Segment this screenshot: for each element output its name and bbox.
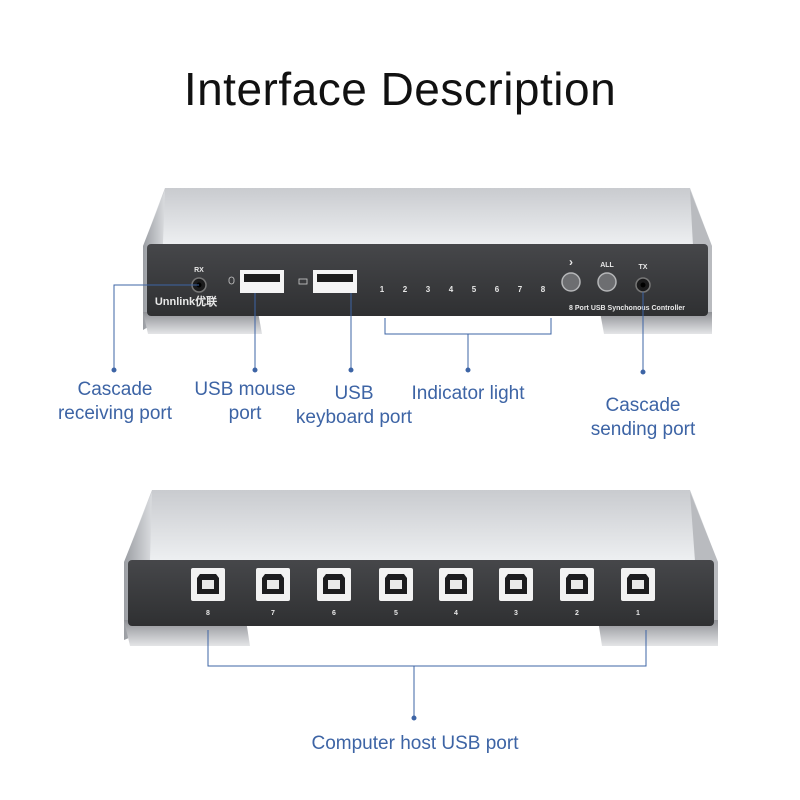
front-panel <box>147 244 708 316</box>
port-number: 4 <box>454 610 458 617</box>
cascade-sending-dot <box>640 369 646 375</box>
next-symbol: › <box>569 255 573 269</box>
usb-b-port-tongue <box>510 580 522 589</box>
indicator-numbers: 1 2 3 4 5 6 7 8 <box>380 285 546 294</box>
indicator-number: 8 <box>541 285 546 294</box>
tx-jack-hole <box>640 282 646 288</box>
usb-b-port-tongue <box>632 580 644 589</box>
front-left-foot <box>143 312 262 334</box>
usb-b-port-tongue <box>267 580 279 589</box>
keyboard-icon <box>298 278 308 285</box>
cascade-sending-label: Cascade sending port <box>572 394 714 442</box>
usb-mouse-dot <box>252 367 258 373</box>
indicator-dot <box>465 367 471 373</box>
port-number: 1 <box>636 610 640 617</box>
indicator-number: 5 <box>472 285 477 294</box>
indicator-bracket <box>384 318 552 335</box>
front-right-foot <box>600 312 712 334</box>
indicator-number: 1 <box>380 285 385 294</box>
mouse-icon <box>228 276 235 285</box>
usb-b-port-tongue <box>450 580 462 589</box>
indicator-number: 3 <box>426 285 431 294</box>
cascade-sending-line2: sending port <box>590 419 696 440</box>
usb-mouse-port-tongue <box>244 274 280 282</box>
back-right-foot <box>598 620 718 646</box>
usb-b-port-tongue <box>328 580 340 589</box>
port-number: 5 <box>394 610 398 617</box>
indicator-number: 4 <box>449 285 454 294</box>
usb-b-port-tongue <box>390 580 402 589</box>
back-top-surface <box>124 490 718 562</box>
port-number: 8 <box>206 610 210 617</box>
port-number: 2 <box>575 610 579 617</box>
port-number: 3 <box>514 610 518 617</box>
usb-keyboard-line1: USB <box>334 383 374 404</box>
computer-host-label: Computer host USB port <box>270 732 560 756</box>
cascade-receiving-line <box>113 284 199 370</box>
usb-b-port-tongue <box>571 580 583 589</box>
usb-b-port-tongue <box>202 580 214 589</box>
indicator-number: 6 <box>495 285 500 294</box>
cascade-receiving-dot <box>111 367 117 373</box>
usb-mouse-line1: USB mouse <box>194 379 296 400</box>
indicator-light-line1: Indicator light <box>411 383 525 404</box>
indicator-number: 7 <box>518 285 523 294</box>
back-left-foot <box>124 620 250 646</box>
usb-mouse-label: USB mouse port <box>180 378 310 426</box>
port-number: 7 <box>271 610 275 617</box>
cascade-receiving-line1: Cascade <box>77 379 153 400</box>
port-number: 6 <box>332 610 336 617</box>
rx-label: RX <box>194 267 204 274</box>
product-name: 8 Port USB Synchonous Controller <box>569 305 685 312</box>
usb-b-ports <box>191 568 655 601</box>
cascade-sending-line1: Cascade <box>605 395 681 416</box>
usb-keyboard-line2: keyboard port <box>295 407 413 428</box>
usb-keyboard-port-tongue <box>317 274 353 282</box>
tx-label: TX <box>639 264 648 271</box>
next-button[interactable] <box>561 272 581 292</box>
back-callout-lines <box>207 630 647 721</box>
front-unit: RX Unnlink优联 1 2 3 4 5 6 7 8 › ALL <box>143 188 712 334</box>
front-top-surface <box>143 188 712 246</box>
page-title: Interface Description <box>183 63 617 115</box>
brand-logo: Unnlink优联 <box>155 294 217 308</box>
cascade-receiving-label: Cascade receiving port <box>40 378 190 426</box>
usb-keyboard-label: USB keyboard port <box>286 382 422 430</box>
indicator-light-label: Indicator light <box>393 382 543 406</box>
computer-host-line1: Computer host USB port <box>311 733 519 754</box>
port-numbers: 8 7 6 5 4 3 2 1 <box>206 610 640 617</box>
host-port-dot <box>411 715 417 721</box>
usb-mouse-line2: port <box>228 403 262 424</box>
host-port-bracket <box>207 630 647 667</box>
indicator-number: 2 <box>403 285 408 294</box>
all-label: ALL <box>600 262 614 269</box>
usb-keyboard-dot <box>348 367 354 373</box>
cascade-receiving-line2: receiving port <box>57 403 173 424</box>
back-unit: 8 7 6 5 4 3 2 1 <box>124 490 718 646</box>
all-button[interactable] <box>597 272 617 292</box>
front-callout-lines <box>111 284 646 375</box>
